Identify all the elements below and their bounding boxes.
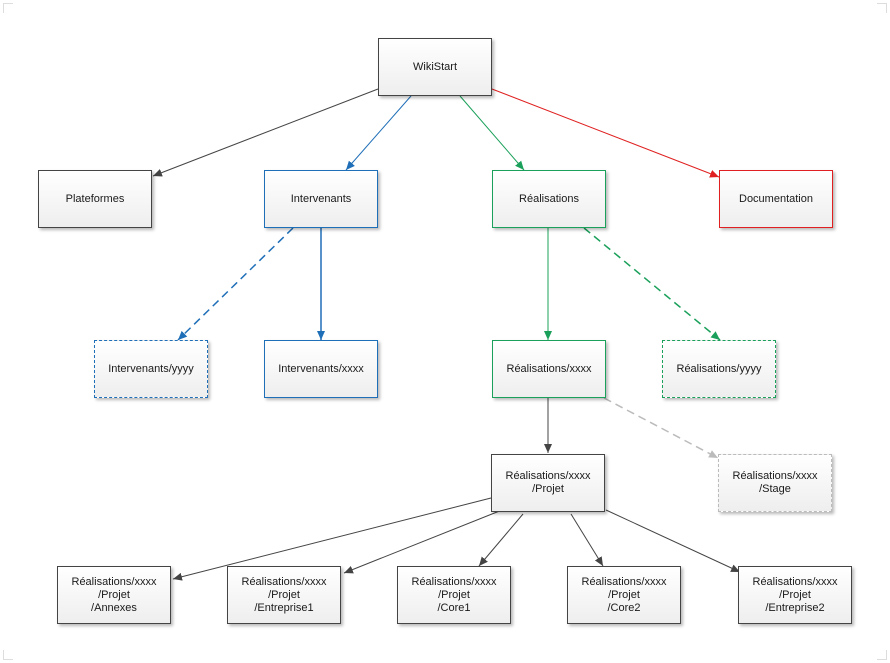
node-realisations[interactable]: Réalisations	[492, 170, 606, 228]
node-projet-annexes[interactable]: Réalisations/xxxx /Projet /Annexes	[57, 566, 171, 624]
edge-wikistart-plateformes	[152, 88, 379, 177]
edge-wikistart-realisations	[459, 95, 525, 171]
edge-realisations-yyyy	[583, 227, 721, 341]
node-wikistart[interactable]: WikiStart	[378, 38, 492, 96]
node-projet-core2[interactable]: Réalisations/xxxx /Projet /Core2	[567, 566, 681, 624]
corner-mark-icon	[877, 650, 887, 660]
node-intervenants-xxxx[interactable]: Intervenants/xxxx	[264, 340, 378, 398]
corner-mark-icon	[3, 3, 13, 13]
edge-projet-annexes	[172, 497, 492, 581]
edge-xxxx-stage	[603, 397, 719, 459]
node-projet-entreprise1[interactable]: Réalisations/xxxx /Projet /Entreprise1	[227, 566, 341, 624]
node-projet-entreprise2[interactable]: Réalisations/xxxx /Projet /Entreprise2	[738, 566, 852, 624]
edge-wikistart-documentation	[491, 88, 720, 178]
node-intervenants-yyyy[interactable]: Intervenants/yyyy	[94, 340, 208, 398]
node-documentation[interactable]: Documentation	[719, 170, 833, 228]
node-realisations-xxxx-stage[interactable]: Réalisations/xxxx /Stage	[718, 454, 832, 512]
edge-projet-core1	[478, 513, 524, 567]
node-projet-core1[interactable]: Réalisations/xxxx /Projet /Core1	[397, 566, 511, 624]
edge-projet-entreprise2	[605, 509, 741, 573]
edge-intervenants-yyyy	[177, 227, 294, 341]
edge-wikistart-intervenants	[345, 95, 412, 171]
node-realisations-yyyy[interactable]: Réalisations/yyyy	[662, 340, 776, 398]
corner-mark-icon	[3, 650, 13, 660]
node-realisations-xxxx-projet[interactable]: Réalisations/xxxx /Projet	[491, 454, 605, 512]
node-intervenants[interactable]: Intervenants	[264, 170, 378, 228]
edge-projet-core2	[570, 513, 604, 567]
edge-projet-entreprise1	[343, 509, 503, 574]
node-plateformes[interactable]: Plateformes	[38, 170, 152, 228]
node-realisations-xxxx[interactable]: Réalisations/xxxx	[492, 340, 606, 398]
corner-mark-icon	[877, 3, 887, 13]
